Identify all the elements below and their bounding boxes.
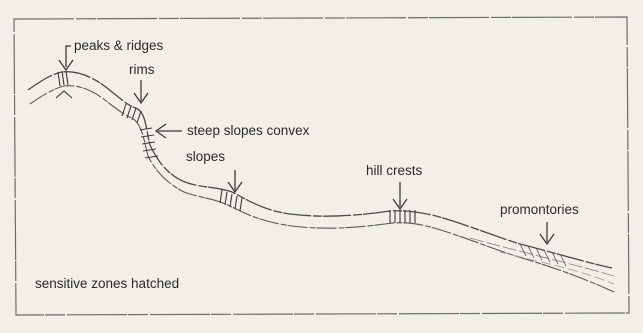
label-slopes: slopes: [186, 150, 225, 164]
label-peaks: peaks & ridges: [74, 39, 163, 53]
arrow-rims: [134, 80, 148, 103]
arrow-promontories: [540, 222, 554, 244]
terrain-lower-line: [30, 86, 614, 292]
terrain-upper-line: [28, 72, 612, 268]
label-rims: rims: [129, 63, 155, 77]
frame-border: [14, 17, 629, 315]
arrow-slopes: [228, 170, 242, 192]
hatch-steep: [140, 128, 158, 158]
arrow-peaks: [59, 46, 73, 70]
label-promontories: promontories: [500, 203, 579, 217]
label-hill: hill crests: [366, 164, 422, 178]
arrow-steep: [156, 124, 182, 138]
label-steep: steep slopes convex: [187, 124, 309, 138]
hatch-slopes: [220, 190, 242, 211]
label-note: sensitive zones hatched: [35, 277, 179, 291]
arrow-hill: [393, 182, 407, 209]
hatch-peaks: [56, 71, 72, 98]
terrain-faint-line: [470, 238, 614, 276]
